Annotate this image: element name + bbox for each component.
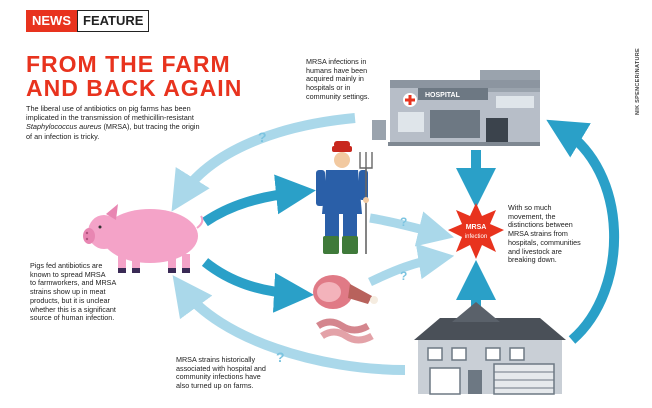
farmer-icon [316, 141, 373, 254]
pig-icon [83, 204, 204, 273]
question-mark-4: ? [276, 349, 285, 365]
hospital-note: MRSA infections in humans have been acqu… [306, 57, 370, 101]
question-mark-2: ? [400, 215, 407, 229]
arrow-farmer-to-burst [369, 211, 455, 247]
movement-note: With so much movement, the distinctions … [508, 203, 581, 265]
section-tags: NEWS FEATURE [26, 10, 150, 32]
title-line-1: FROM THE FARM [26, 51, 231, 77]
question-mark-1: ? [258, 129, 267, 145]
intro-text: The liberal use of antibiotics on pig fa… [26, 104, 200, 141]
mrsa-burst-icon: MRSA infection [448, 203, 504, 259]
arrow-meat-to-burst [368, 243, 455, 287]
hospital-icon: HOSPITAL [372, 70, 540, 146]
question-mark-3: ? [400, 269, 407, 283]
meat-icon [313, 275, 378, 344]
community-note: MRSA strains historically associated wit… [176, 355, 266, 391]
burst-line-2: infection [465, 234, 487, 240]
burst-line-1: MRSA [466, 224, 487, 231]
arrow-house-to-hospital [546, 119, 620, 344]
hospital-sign: HOSPITAL [425, 92, 461, 99]
arrow-pig-to-meat [201, 258, 314, 313]
pigs-note: Pigs fed antibiotics are known to spread… [30, 261, 117, 323]
page-title: FROM THE FARM AND BACK AGAIN [26, 52, 242, 100]
title-line-2: AND BACK AGAIN [26, 75, 243, 101]
house-icon [414, 302, 566, 395]
arrow-hospital-to-pig [171, 113, 356, 212]
arrow-pig-to-farmer [202, 174, 316, 227]
feature-tag: FEATURE [77, 10, 150, 32]
arrow-house-to-pig [172, 275, 406, 375]
news-tag: NEWS [26, 10, 77, 32]
